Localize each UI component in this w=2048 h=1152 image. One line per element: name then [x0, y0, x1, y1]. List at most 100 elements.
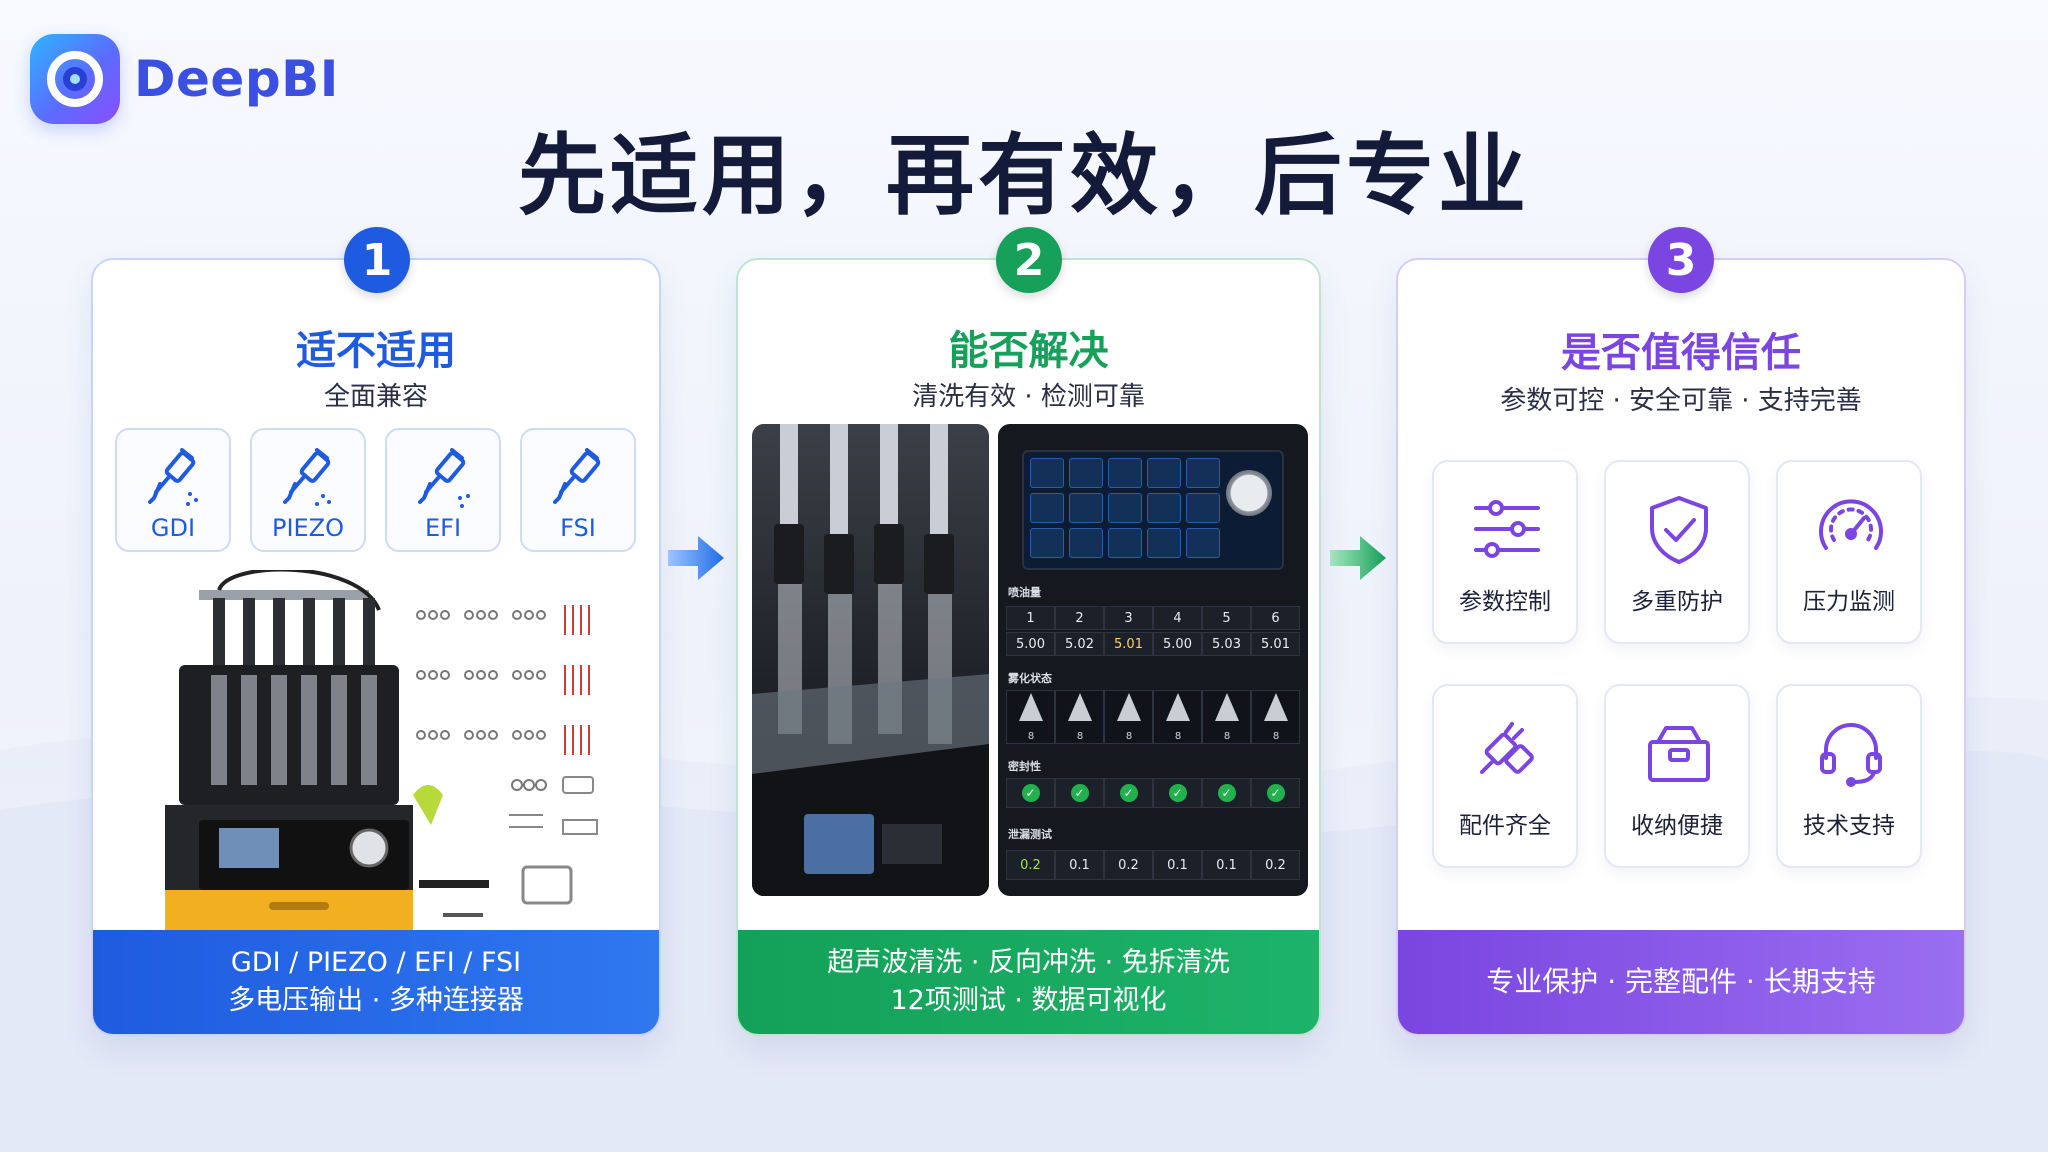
pressure-gauge-icon: [1226, 470, 1272, 516]
injector-icon: [553, 448, 601, 504]
flow-value: 5.03: [1202, 632, 1251, 656]
type-label: GDI: [150, 514, 196, 542]
spray-pattern: 8: [1104, 690, 1153, 744]
gauge-icon: [1819, 499, 1883, 550]
check-icon: ✓: [1021, 784, 1040, 802]
spray-pattern: 8: [1251, 690, 1300, 744]
step-badge-1: 1: [344, 227, 410, 293]
flow-header: 2: [1055, 606, 1104, 630]
flow-value: 5.01: [1104, 632, 1153, 656]
type-piezo: PIEZO: [250, 428, 366, 552]
feature-multiple-protection: 多重防护: [1604, 460, 1750, 644]
card-subtitle: 全面兼容: [323, 382, 428, 412]
logo-mark-icon: [30, 34, 120, 124]
card-title: 适不适用: [296, 328, 456, 374]
card-compatibility: 适不适用 全面兼容 GDI PIEZO EFI: [91, 258, 661, 1036]
spray-pattern: 8: [1153, 690, 1202, 744]
svg-text:8: 8: [1223, 731, 1229, 742]
arrow-right-icon: [668, 536, 724, 580]
flow-header: 1: [1006, 606, 1055, 630]
check-icon: ✓: [1070, 784, 1089, 802]
arrow-right-icon: [1330, 536, 1386, 580]
feature-technical-support: 技术支持: [1776, 684, 1922, 868]
check-icon: ✓: [1119, 784, 1138, 802]
sliders-icon: [1474, 500, 1540, 558]
footer-line: 专业保护 · 完整配件 · 长期支持: [1486, 965, 1876, 998]
brand-name: DeepBI: [134, 50, 339, 108]
type-label: PIEZO: [271, 514, 345, 542]
flow-header: 6: [1251, 606, 1300, 630]
card-title: 能否解决: [948, 328, 1109, 374]
leak-value: 0.1: [1153, 850, 1202, 880]
type-label: FSI: [560, 514, 596, 542]
type-label: EFI: [424, 514, 462, 542]
feature-label: 技术支持: [1803, 813, 1895, 839]
spray-pattern: 8: [1055, 690, 1104, 744]
accessories-image: [413, 605, 598, 917]
type-efi: EFI: [385, 428, 501, 552]
feature-label: 多重防护: [1631, 589, 1723, 615]
card-subtitle: 参数可控 · 安全可靠 · 支持完善: [1500, 386, 1862, 416]
footer-line: GDI / PIEZO / EFI / FSI: [230, 947, 522, 978]
card-footer: 专业保护 · 完整配件 · 长期支持: [1398, 930, 1964, 1034]
footer-line: 多电压输出 · 多种连接器: [228, 985, 524, 1016]
card-trust: 是否值得信任 参数可控 · 安全可靠 · 支持完善 参数控制 多重防护: [1396, 258, 1966, 1036]
card-effectiveness: 能否解决 清洗有效 · 检测可靠: [736, 258, 1321, 1036]
spray-pattern: 8: [1202, 690, 1251, 744]
feature-parameter-control: 参数控制: [1432, 460, 1578, 644]
flow-value: 5.01: [1251, 632, 1300, 656]
flow-value: 5.02: [1055, 632, 1104, 656]
flow-header: 5: [1202, 606, 1251, 630]
toolbox-icon: [1648, 726, 1710, 782]
svg-text:8: 8: [1125, 731, 1131, 742]
leak-value: 0.1: [1055, 850, 1104, 880]
check-icon: ✓: [1168, 784, 1187, 802]
flow-header: 3: [1104, 606, 1153, 630]
check-icon: ✓: [1217, 784, 1236, 802]
leak-value: 0.2: [1006, 850, 1055, 880]
footer-line: 12项测试 · 数据可视化: [890, 985, 1167, 1016]
footer-line: 超声波清洗 · 反向冲洗 · 免拆清洗: [827, 947, 1230, 978]
injector-icon: [148, 448, 198, 506]
card-footer: 超声波清洗 · 反向冲洗 · 免拆清洗 12项测试 · 数据可视化: [738, 930, 1319, 1034]
leak-value: 0.2: [1251, 850, 1300, 880]
leak-value: 0.1: [1202, 850, 1251, 880]
section-label-flow: 喷油量: [1008, 586, 1041, 599]
feature-easy-storage: 收纳便捷: [1604, 684, 1750, 868]
test-results-panel: 喷油量 1 2 3 4 5 6 5.00 5.02 5.01 5.00 5.03…: [998, 424, 1308, 896]
type-gdi: GDI: [115, 428, 231, 552]
flow-value: 5.00: [1153, 632, 1202, 656]
feature-label: 参数控制: [1459, 589, 1551, 615]
card-footer: GDI / PIEZO / EFI / FSI 多电压输出 · 多种连接器: [93, 930, 659, 1034]
card-title: 是否值得信任: [1561, 330, 1801, 376]
check-icon: ✓: [1266, 784, 1285, 802]
feature-label: 收纳便捷: [1631, 813, 1723, 839]
svg-text:8: 8: [1076, 731, 1082, 742]
feature-label: 压力监测: [1803, 589, 1895, 615]
injector-icon: [283, 448, 331, 506]
brand-logo: DeepBI: [30, 34, 339, 124]
feature-pressure-monitoring: 压力监测: [1776, 460, 1922, 644]
cleaning-photo: [752, 424, 989, 896]
section-label-spray: 雾化状态: [1008, 672, 1052, 685]
flow-header: 4: [1153, 606, 1202, 630]
injector-cleaner-machine-image: [165, 570, 413, 940]
injector-icon: [418, 448, 470, 508]
feature-complete-accessories: 配件齐全: [1432, 684, 1578, 868]
leak-value: 0.2: [1104, 850, 1153, 880]
feature-label: 配件齐全: [1459, 813, 1551, 839]
connector-icon: [1480, 722, 1534, 774]
page-title: 先适用，再有效，后专业: [517, 124, 1530, 227]
svg-text:8: 8: [1027, 731, 1033, 742]
svg-text:8: 8: [1174, 731, 1180, 742]
headset-icon: [1820, 723, 1882, 787]
svg-text:8: 8: [1272, 731, 1278, 742]
section-label-leak: 泄漏测试: [1008, 828, 1052, 841]
flow-value: 5.00: [1006, 632, 1055, 656]
spray-pattern: 8: [1006, 690, 1055, 744]
type-fsi: FSI: [520, 428, 636, 552]
step-badge-3: 3: [1648, 227, 1714, 293]
section-label-seal: 密封性: [1008, 760, 1041, 773]
device-screen: [1022, 450, 1284, 570]
shield-check-icon: [1650, 496, 1708, 564]
